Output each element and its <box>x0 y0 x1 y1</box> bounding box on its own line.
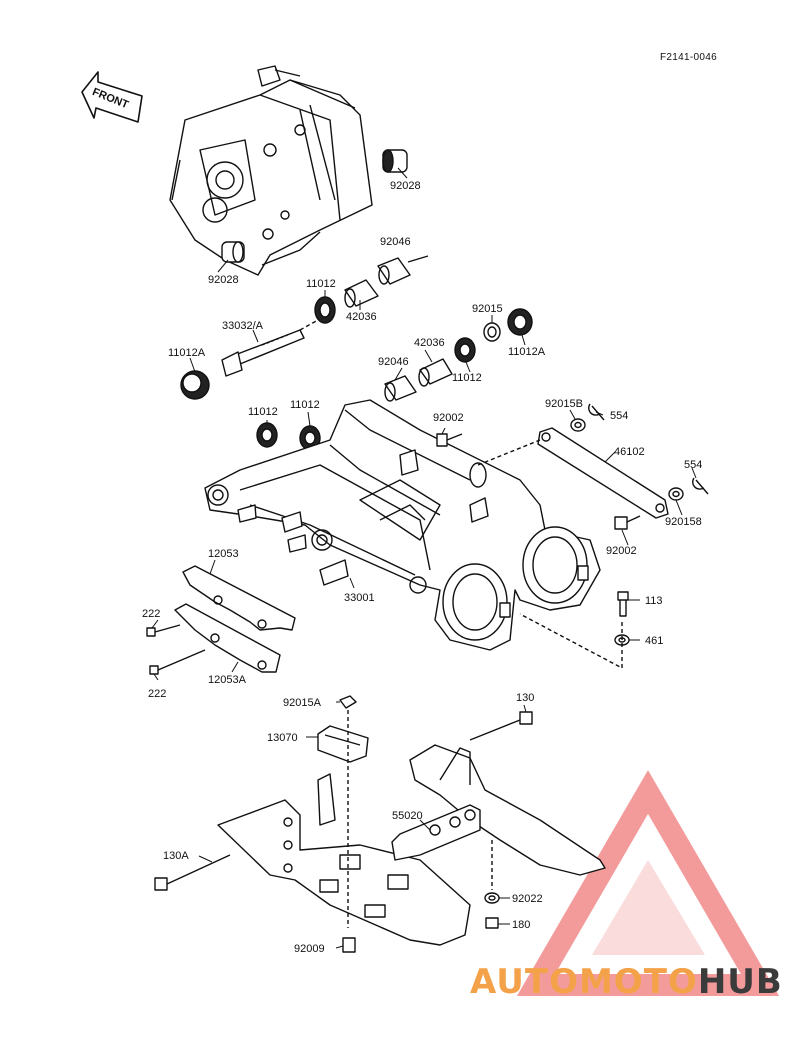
part-label: 130A <box>163 850 189 862</box>
nut-92015A <box>339 695 357 709</box>
part-label: 92015A <box>283 697 321 709</box>
part-label: 461 <box>645 635 664 647</box>
bearing-11012-right <box>454 337 476 363</box>
watermark-logo <box>516 770 780 996</box>
part-label: 92028 <box>208 274 239 286</box>
watermark-text-part1: AUTOMOTO <box>470 962 698 1002</box>
bushing-92028-lower <box>221 241 245 263</box>
part-label: 92046 <box>380 236 411 248</box>
part-label: 554 <box>684 459 703 471</box>
part-label: 92015 <box>472 303 503 315</box>
nut-180 <box>485 917 499 929</box>
part-label: 92002 <box>606 545 637 557</box>
part-label: 92015B <box>545 398 583 410</box>
part-label: 12053A <box>208 674 246 686</box>
part-label: 11012 <box>290 399 320 411</box>
bolt-92009 <box>342 937 356 953</box>
part-label: 46102 <box>614 446 645 458</box>
part-label: 92046 <box>378 356 409 368</box>
bearing-11012-left-2 <box>299 425 321 451</box>
nut-92015B-lower <box>668 487 684 501</box>
part-label: 33001 <box>344 592 375 604</box>
figure-code: F2141-0046 <box>660 52 717 63</box>
part-label: 92028 <box>390 180 421 192</box>
bolt-113 <box>617 591 629 617</box>
collar-92046-lower <box>384 375 417 402</box>
rubber-block-13070 <box>317 725 369 763</box>
bearing-11012-left-1 <box>256 422 278 448</box>
collar-92046-upper <box>377 257 411 285</box>
part-label: 55020 <box>392 810 423 822</box>
bolt-130 <box>469 711 533 741</box>
sleeve-42036-lower <box>418 358 453 387</box>
chain-guide-12053A <box>174 603 281 673</box>
part-label: 92022 <box>512 893 543 905</box>
tie-rod-46102 <box>537 427 669 519</box>
cotter-pin-554-lower <box>692 477 709 495</box>
part-label: 180 <box>512 919 531 931</box>
screw-222-upper <box>146 624 181 637</box>
nut-92015B-upper <box>570 418 586 432</box>
bearing-11012A-right <box>507 308 533 336</box>
swingarm-33001 <box>204 399 601 651</box>
chain-guide-12053 <box>182 565 296 631</box>
part-label: 920158 <box>665 516 702 528</box>
screw-222-lower <box>149 649 206 675</box>
part-label: 11012 <box>248 406 278 418</box>
watermark-text: AUTOMOTOHUB <box>470 962 783 1002</box>
chain-cover-55020 <box>217 744 606 946</box>
watermark-text-part2: HUB <box>697 962 783 1002</box>
part-label: 33032/A <box>222 320 263 332</box>
bolt-92002-lower <box>614 515 641 530</box>
washer-92015 <box>483 322 501 342</box>
part-label: 130 <box>516 692 535 704</box>
front-arrow-icon <box>81 71 143 123</box>
bolt-130A <box>154 854 231 891</box>
bearing-11012-upper <box>314 296 336 324</box>
part-label: 222 <box>142 608 161 620</box>
part-label: 11012 <box>452 372 482 384</box>
bearing-11012A-left <box>180 370 210 400</box>
washer-92022 <box>484 892 500 904</box>
part-label: 222 <box>148 688 167 700</box>
part-label: 13070 <box>267 732 298 744</box>
part-label: 42036 <box>414 337 445 349</box>
part-label: 11012A <box>168 347 206 359</box>
part-label: 42036 <box>346 311 377 323</box>
part-label: 554 <box>610 410 629 422</box>
bushing-92028-upper <box>382 149 408 173</box>
part-label: 113 <box>645 595 663 607</box>
part-label: 92002 <box>433 412 464 424</box>
leader-lines <box>151 167 697 949</box>
part-label: 11012 <box>306 278 336 290</box>
pivot-shaft-33032 <box>221 329 305 377</box>
part-label: 92009 <box>294 943 325 955</box>
engine-crankcase <box>169 65 373 276</box>
part-label: 12053 <box>208 548 239 560</box>
part-label: 11012A <box>508 346 546 358</box>
sleeve-42036-upper <box>344 279 379 308</box>
